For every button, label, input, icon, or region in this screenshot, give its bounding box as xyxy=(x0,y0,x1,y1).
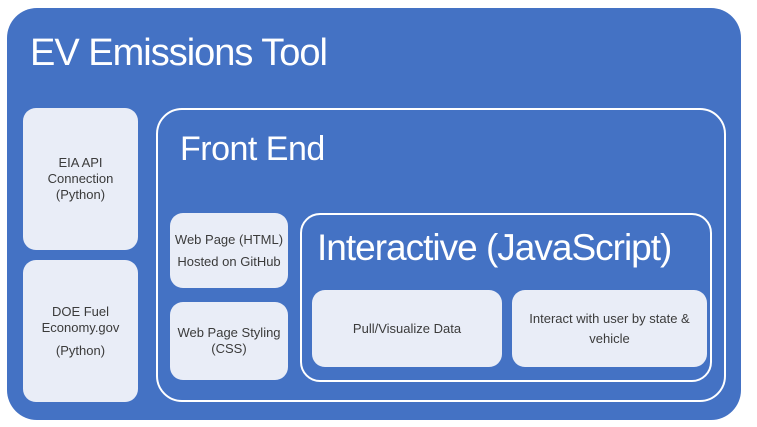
pull-visualize-data-box: Pull/Visualize Data xyxy=(312,290,502,367)
css-box-line: (CSS) xyxy=(211,341,247,356)
diagram-title: EV Emissions Tool xyxy=(30,32,328,74)
front-end-container: Front End Web Page (HTML) Hosted on GitH… xyxy=(156,108,726,402)
web-page-html-box: Web Page (HTML) Hosted on GitHub xyxy=(170,213,288,288)
pull-visualize-data-label: Pull/Visualize Data xyxy=(352,320,462,336)
front-end-title: Front End xyxy=(180,130,325,168)
ev-emissions-tool-container: EV Emissions Tool EIA API Connection (Py… xyxy=(7,8,741,420)
doe-fuel-box-footnote: (Python) xyxy=(55,342,106,358)
doe-fuel-economy-box: DOE Fuel Economy.gov (Python) xyxy=(23,260,138,402)
interact-with-user-label: Interact with user by state & vehicle xyxy=(529,310,690,346)
eia-api-box: EIA API Connection (Python) xyxy=(23,108,138,250)
web-page-html-box-line: Web Page (HTML) xyxy=(174,231,284,247)
interactive-javascript-container: Interactive (JavaScript) Pull/Visualize … xyxy=(300,213,712,382)
doe-fuel-box-line: Economy.gov xyxy=(41,319,120,335)
eia-api-box-line: EIA API xyxy=(58,155,103,170)
css-box-line: Web Page Styling xyxy=(177,325,281,340)
doe-fuel-box-line: DOE Fuel xyxy=(51,303,110,319)
interactive-javascript-title: Interactive (JavaScript) xyxy=(317,227,672,268)
web-page-html-box-line: Hosted on GitHub xyxy=(177,253,281,269)
web-page-styling-css-box: Web Page Styling (CSS) xyxy=(170,302,288,380)
eia-api-box-line: Connection xyxy=(47,171,114,186)
interact-with-user-box: Interact with user by state & vehicle xyxy=(512,290,707,367)
eia-api-box-line: (Python) xyxy=(55,187,106,202)
